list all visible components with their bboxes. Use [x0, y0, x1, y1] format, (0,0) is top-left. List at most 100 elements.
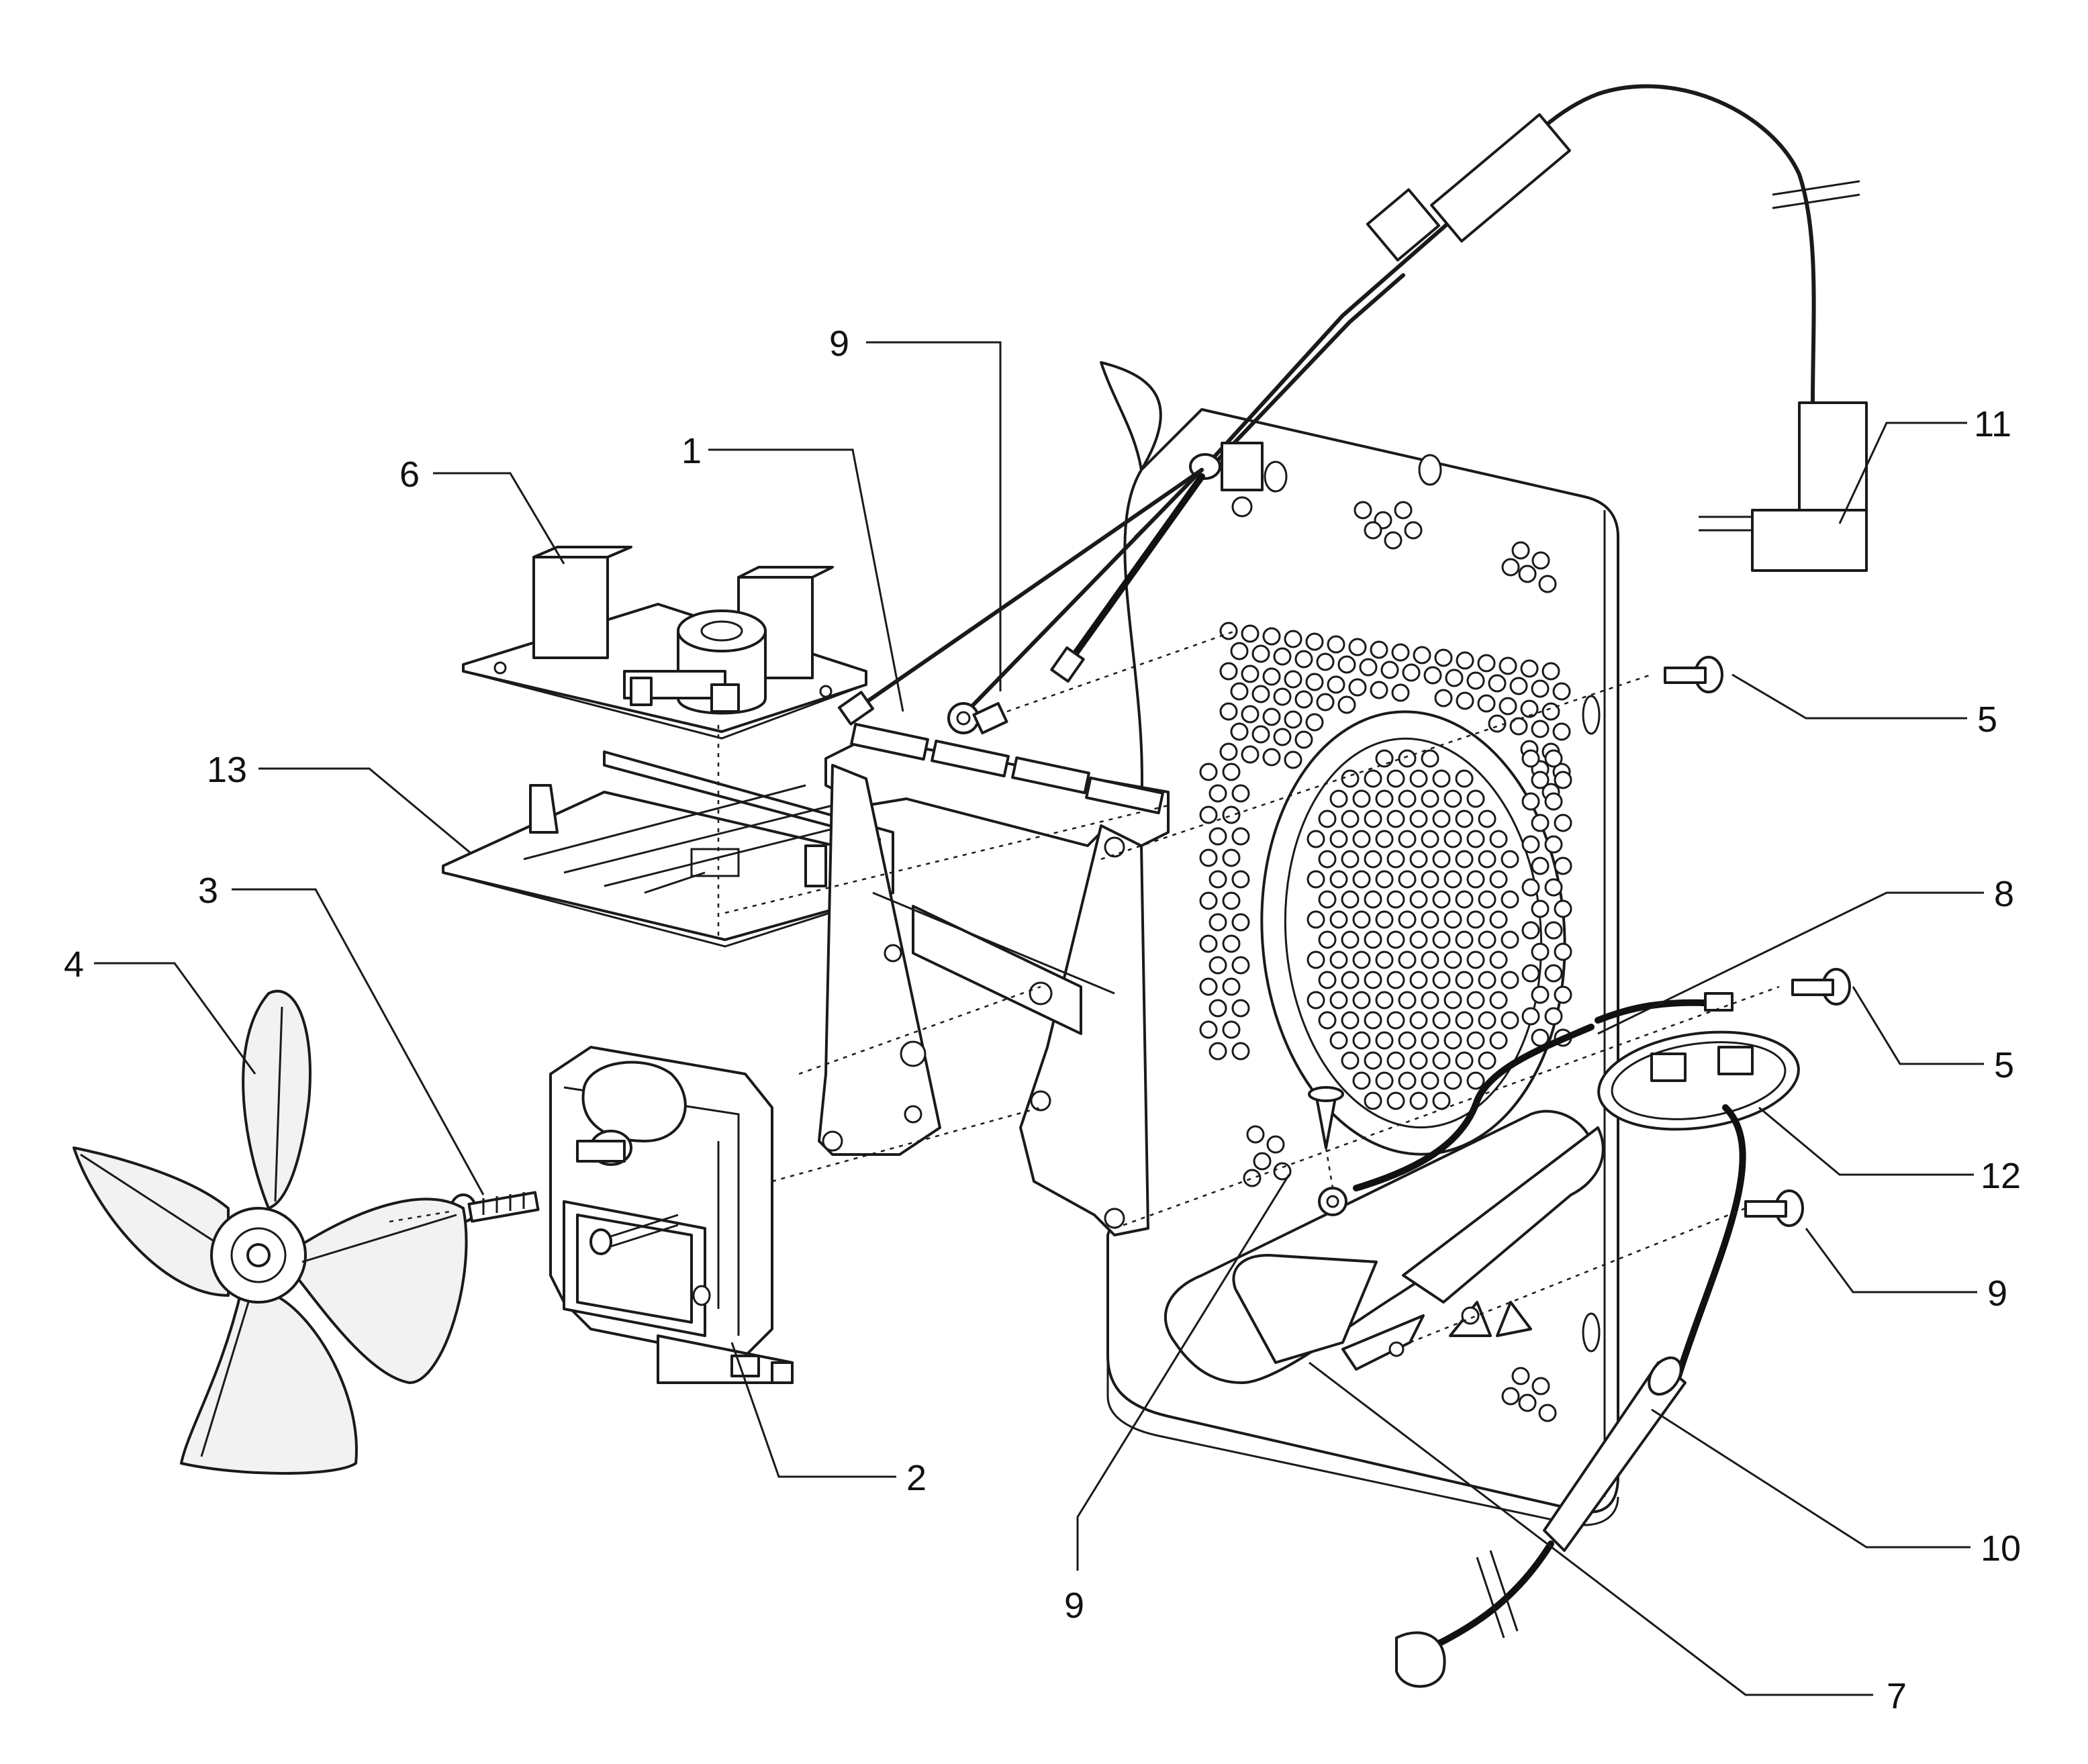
- perforation-hole: [1375, 870, 1394, 889]
- perforation-hole: [1348, 638, 1367, 656]
- perforation-hole: [1230, 722, 1249, 741]
- perforation-hole: [1421, 749, 1439, 768]
- callout-10: 10: [1981, 1528, 2021, 1569]
- internal-wires: [838, 468, 1205, 726]
- perforation-hole: [1398, 991, 1417, 1010]
- ground-screw-lower: [1308, 1086, 1344, 1149]
- perforation-hole: [1466, 910, 1485, 929]
- callout-12: 12: [1981, 1156, 2021, 1196]
- perforation-hole: [1386, 890, 1405, 909]
- perforation-hole: [1208, 870, 1227, 889]
- perforation-hole: [1455, 769, 1474, 788]
- perforation-hole: [1478, 850, 1497, 869]
- perforation-hole: [1375, 1031, 1394, 1050]
- ground-screw-top: [947, 701, 1008, 735]
- perforation-hole: [1421, 789, 1439, 808]
- perforation-hole: [1294, 690, 1313, 709]
- perforation-hole: [1222, 977, 1241, 996]
- perforation-hole: [1432, 930, 1451, 949]
- callout-labels: 9 1 6 11 5 13 3 4 8 5 12 9 2 10 9 7: [64, 324, 2021, 1716]
- perforation-hole: [1398, 910, 1417, 929]
- perforation-hole: [1466, 1071, 1485, 1090]
- perforation-hole: [1251, 644, 1270, 663]
- perforation-hole: [1432, 890, 1451, 909]
- perforation-hole: [1421, 950, 1439, 969]
- perforation-hole: [1521, 964, 1540, 983]
- perforation-hole: [1284, 670, 1302, 689]
- ventilation-holes: [1199, 501, 1572, 1422]
- perforation-hole: [1231, 956, 1250, 975]
- perforation-hole: [1386, 850, 1405, 869]
- perforation-hole: [1262, 627, 1281, 646]
- perforation-hole: [1341, 850, 1360, 869]
- perforation-hole: [1305, 713, 1324, 732]
- perforation-hole: [1231, 999, 1250, 1018]
- perforation-hole: [1531, 899, 1550, 918]
- perforation-hole: [1538, 575, 1557, 593]
- perforation-hole: [1199, 805, 1218, 824]
- perforation-hole: [1544, 878, 1563, 897]
- perforation-hole: [1375, 830, 1394, 848]
- perforation-hole: [1466, 789, 1485, 808]
- perforation-hole: [1398, 1071, 1417, 1090]
- perforation-hole: [1501, 890, 1519, 909]
- perforation-hole: [1352, 1031, 1371, 1050]
- perforation-hole: [1455, 1011, 1474, 1030]
- fan-blade: [73, 989, 468, 1475]
- perforation-hole: [1421, 830, 1439, 848]
- perforation-hole: [1364, 810, 1382, 828]
- perforation-hole: [1443, 1071, 1462, 1090]
- perforation-hole: [1348, 678, 1367, 697]
- perforation-hole: [1305, 673, 1324, 691]
- perforation-hole: [1364, 769, 1382, 788]
- perforation-hole: [1432, 1051, 1451, 1070]
- perforation-hole: [1222, 934, 1241, 953]
- perforation-hole: [1501, 971, 1519, 989]
- leader-lines: [94, 341, 1984, 1696]
- perforation-hole: [1499, 656, 1517, 675]
- perforation-hole: [1398, 1031, 1417, 1050]
- perforation-hole: [1364, 1091, 1382, 1110]
- perforation-hole: [1398, 749, 1417, 768]
- perforation-hole: [1251, 725, 1270, 744]
- perforation-hole: [1432, 850, 1451, 869]
- perforation-hole: [1273, 1162, 1292, 1181]
- mounting-bracket: [818, 722, 1170, 1236]
- perforation-hole: [1432, 1011, 1451, 1030]
- perforation-hole: [1518, 1393, 1537, 1412]
- perforation-hole: [1231, 1042, 1250, 1061]
- perforation-hole: [1501, 558, 1520, 577]
- perforation-hole: [1478, 810, 1497, 828]
- perforation-hole: [1478, 1011, 1497, 1030]
- perforation-hole: [1520, 699, 1539, 718]
- perforation-hole: [1352, 830, 1371, 848]
- perforation-hole: [1230, 682, 1249, 701]
- perforation-hole: [1294, 730, 1313, 749]
- perforation-hole: [1488, 674, 1507, 693]
- perforation-hole: [1262, 667, 1281, 686]
- perforation-hole: [1241, 624, 1260, 643]
- perforation-hole: [1318, 850, 1337, 869]
- perforation-hole: [1307, 991, 1325, 1010]
- perforation-hole: [1409, 769, 1428, 788]
- perforation-hole: [1394, 501, 1413, 520]
- perforation-hole: [1208, 784, 1227, 803]
- perforation-hole: [1511, 541, 1530, 560]
- perforation-hole: [1421, 870, 1439, 889]
- perforation-hole: [1421, 1031, 1439, 1050]
- perforation-hole: [1341, 1051, 1360, 1070]
- perforation-hole: [1199, 977, 1218, 996]
- perforation-hole: [1544, 835, 1563, 854]
- perforation-hole: [1364, 930, 1382, 949]
- perforation-hole: [1222, 891, 1241, 910]
- perforation-hole: [1316, 652, 1335, 671]
- perforation-hole: [1219, 742, 1238, 761]
- perforation-hole: [1352, 870, 1371, 889]
- perforation-hole: [1266, 1135, 1285, 1154]
- perforation-hole: [1222, 848, 1241, 867]
- perforation-hole: [1445, 669, 1464, 687]
- perforation-hole: [1518, 565, 1537, 583]
- callout-9-bottom: 9: [1064, 1585, 1084, 1626]
- perforation-hole: [1521, 835, 1540, 854]
- perforation-hole: [1329, 789, 1348, 808]
